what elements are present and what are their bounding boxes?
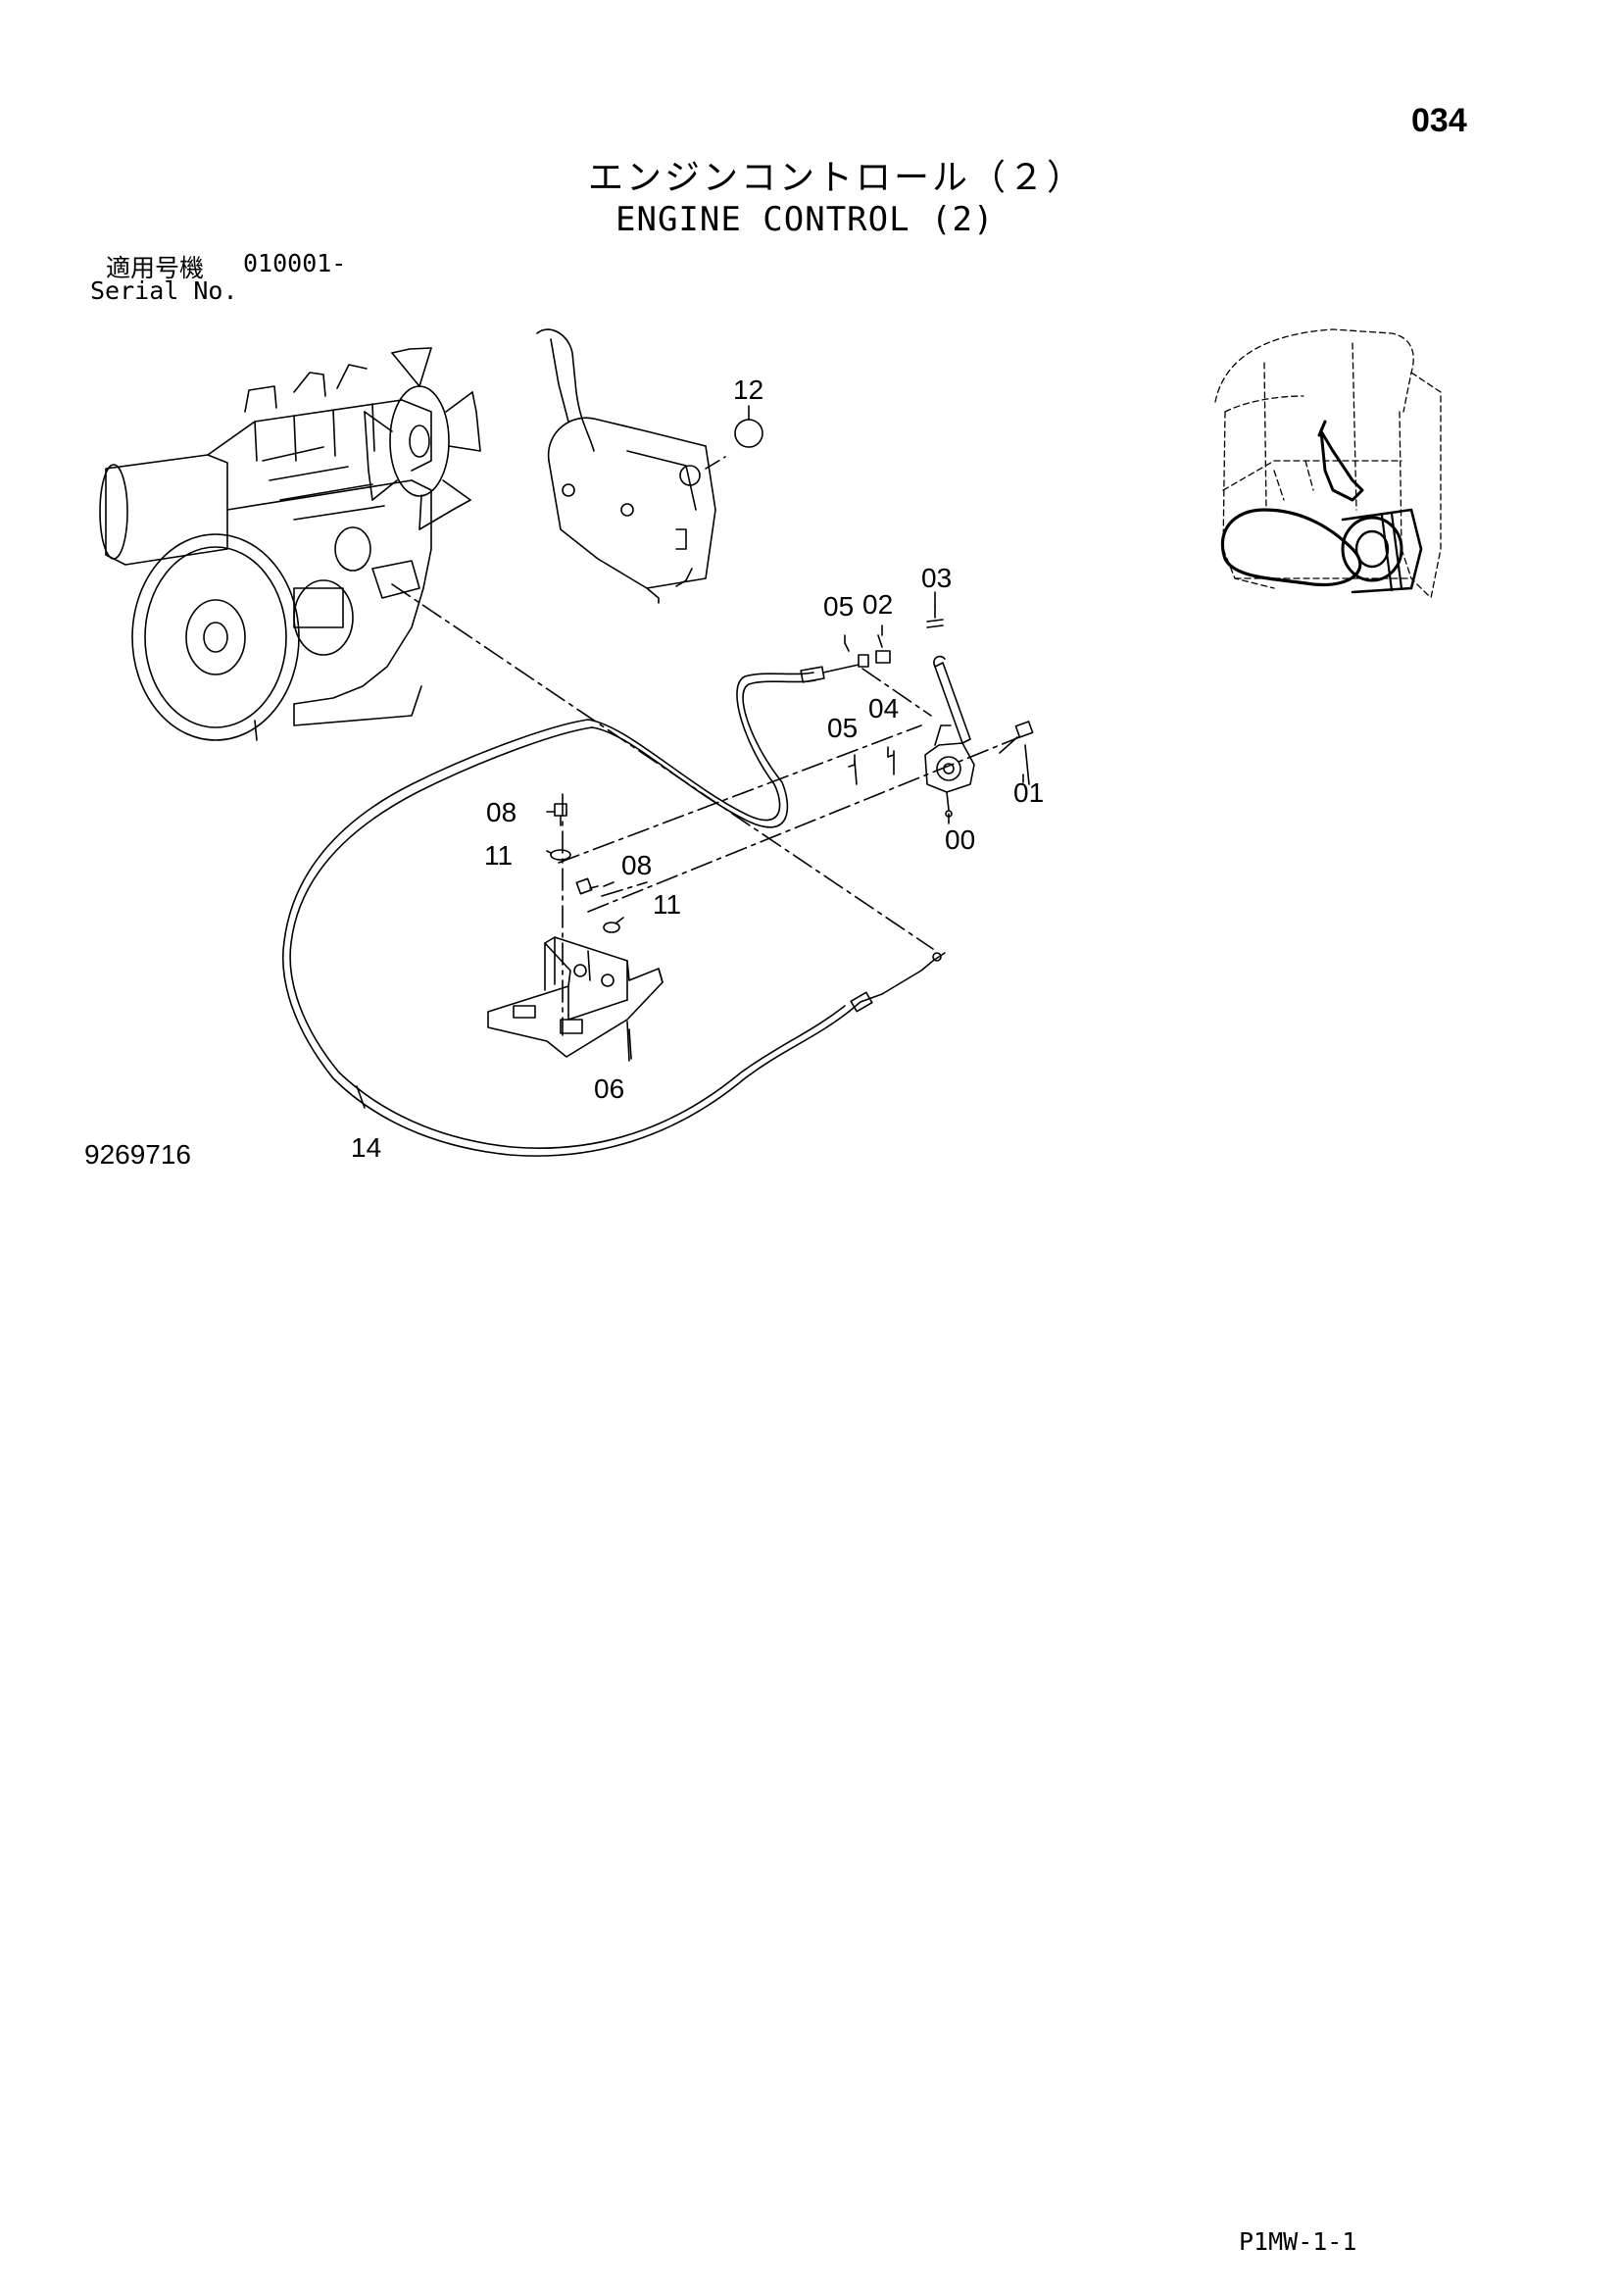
control-stand-illustration: [536, 328, 716, 604]
serial-range: 010001-: [243, 249, 347, 277]
bolt-part-08-lower: [575, 877, 599, 895]
figure-number: 9269716: [84, 1139, 192, 1170]
bolt-part-08-upper: [554, 803, 567, 826]
callout-11-lower: 11: [653, 889, 681, 920]
serial-label-japanese: 適用号機: [106, 254, 205, 282]
throttle-lever-part-00: [924, 655, 975, 818]
callout-05-lower: 05: [827, 713, 858, 743]
callout-03: 03: [921, 563, 952, 593]
engine-illustration: [99, 347, 481, 741]
part-callouts: 12 03 05 02 05 04 01 00 08 11 08 11 06 1…: [351, 374, 1044, 1163]
washer-parts-04-05: [848, 754, 895, 768]
callout-06: 06: [594, 1073, 624, 1104]
callout-05-upper: 05: [823, 591, 854, 622]
nut-part-05: [858, 654, 869, 668]
machine-location-illustration: [1214, 328, 1442, 599]
washer-part-11-upper: [550, 849, 571, 861]
callout-00: 00: [945, 824, 975, 855]
callout-02: 02: [862, 589, 893, 620]
callout-08-upper: 08: [486, 797, 516, 827]
grommet-part-12: [734, 419, 763, 448]
callout-11-upper: 11: [484, 840, 513, 871]
throttle-cable-part-14: [282, 664, 946, 1157]
callout-08-lower: 08: [621, 850, 652, 880]
callout-12: 12: [733, 374, 763, 405]
pin-part-03: [926, 619, 944, 628]
cable-end-hardware: [844, 605, 944, 668]
callout-04: 04: [868, 693, 899, 724]
page-number: 034: [1411, 102, 1467, 139]
joint-part-02: [875, 650, 891, 664]
page-title-japanese: エンジンコントロール（２）: [588, 158, 1086, 198]
callout-14: 14: [351, 1132, 381, 1163]
bolt-part-01: [999, 721, 1034, 785]
serial-label-english: Serial No.: [90, 276, 238, 305]
page-code: P1MW-1-1: [1239, 2227, 1357, 2256]
callout-01: 01: [1013, 777, 1044, 808]
bracket-part-06: [487, 936, 664, 1060]
page-title-english: ENGINE CONTROL (2): [615, 200, 995, 239]
washer-part-11-lower: [603, 922, 620, 933]
